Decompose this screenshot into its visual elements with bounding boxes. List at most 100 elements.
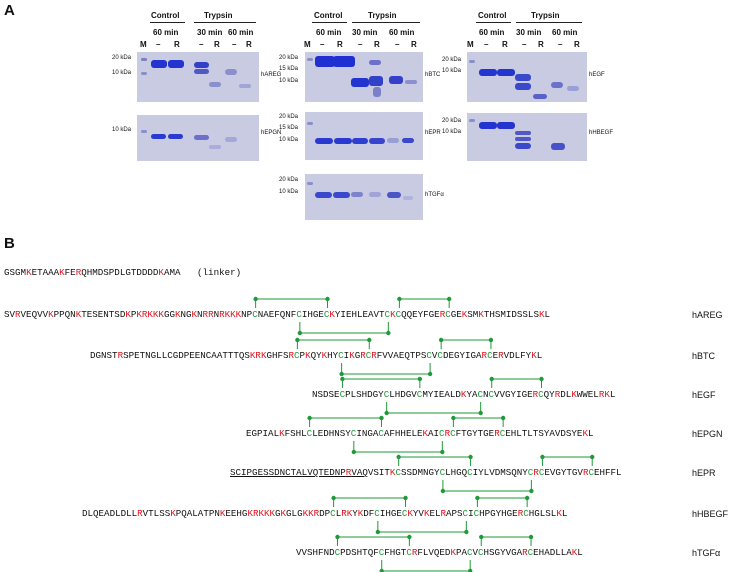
trypsin-header: Trypsin <box>204 11 233 20</box>
sequence-hEPGN: EGPIALKFSHLCLEDHNSYCINGACAFHHELEKAICRCFT… <box>246 428 594 439</box>
gel-label-hegf: hEGF <box>589 72 605 78</box>
protein-name-hEGF: hEGF <box>692 390 716 400</box>
bond-dot <box>295 337 300 343</box>
disulfide-bond <box>398 298 450 308</box>
disulfide-bond <box>381 560 471 572</box>
time-60-trypsin: 60 min <box>228 28 254 37</box>
bond-dot <box>488 337 494 343</box>
protein-name-hEPGN: hEPGN <box>692 429 723 439</box>
disulfide-bond <box>296 339 370 349</box>
gel-label-hbtc: hBTC <box>425 72 441 78</box>
disulfide-bond <box>398 456 472 466</box>
panel-b-label: B <box>4 235 15 252</box>
disulfide-bond <box>341 363 431 375</box>
bond-dot <box>375 529 381 535</box>
bond-dot <box>339 371 344 377</box>
gel-hepr <box>305 112 423 160</box>
gel-hegf <box>467 52 587 102</box>
protein-name-hTGFα: hTGFα <box>692 548 721 558</box>
bond-dot <box>500 415 506 421</box>
disulfide-bond <box>353 441 443 453</box>
disulfide-bond <box>336 536 410 546</box>
panel-a-label: A <box>4 2 15 19</box>
sequence-hEGF: NSDSECPLSHDGYCLHDGVCMYIEALDKYACNCVVGYIGE… <box>312 389 616 400</box>
gel-label-hepr: hEPR <box>425 130 441 136</box>
gel-hhbegf <box>467 113 587 161</box>
lane-m: M <box>140 40 147 49</box>
bond-dot <box>379 415 384 421</box>
bond-dot <box>407 534 412 540</box>
bond-dot <box>529 488 534 494</box>
disulfide-bond <box>452 417 504 427</box>
bond-dot <box>335 534 340 540</box>
disulfide-bond <box>309 417 382 427</box>
bond-dot <box>446 296 452 302</box>
gel-label-htgfa: hTGFα <box>425 192 444 198</box>
bond-dot <box>417 376 423 382</box>
disulfide-bond <box>377 521 467 533</box>
bond-dot <box>590 454 595 460</box>
bond-dot <box>489 376 494 382</box>
protein-name-hBTC: hBTC <box>692 351 716 361</box>
disulfide-bond <box>341 378 421 388</box>
bond-dot <box>325 296 330 302</box>
bond-dot <box>438 337 444 343</box>
disulfide-bond <box>440 339 492 349</box>
sequence-hHBEGF: DLQEADLDLLRVTLSSKPQALATPNKEEHGKRKKKGKGLG… <box>82 508 568 519</box>
bond-dot <box>351 449 357 455</box>
gel-label-hareg: hAREG <box>261 72 282 78</box>
sequence-hEPR: SCIPGESSDNCTALVQTEDNPRVAQVSITKCSSDMNGYCL… <box>230 467 622 478</box>
bond-dot <box>440 488 446 494</box>
bond-dot <box>478 410 483 416</box>
time-30: 30 min <box>197 28 223 37</box>
disulfide-bond <box>333 497 407 507</box>
sequence-hTGFα: VVSHFNDCPDSHTQFCFHGTCRFLVQEDKPACVCHSGYVG… <box>296 547 583 558</box>
gel-hbtc <box>305 52 423 102</box>
bond-dot <box>331 495 336 501</box>
bond-dot <box>468 454 473 460</box>
disulfide-bond <box>442 480 532 492</box>
bond-dot <box>479 534 484 540</box>
bond-dot <box>403 495 408 501</box>
bond-dot <box>440 449 445 455</box>
bond-dot <box>540 454 545 460</box>
time-60-control: 60 min <box>153 28 179 37</box>
sequence-hAREG: SVRVEQVVKPPQNKTESENTSDKPKRKKKGGKNGKNRRNR… <box>4 309 550 320</box>
disulfide-bond <box>491 378 542 388</box>
gel-hareg <box>137 52 259 102</box>
bond-dot <box>524 495 530 501</box>
bond-dot <box>386 330 391 336</box>
disulfide-bond <box>541 456 593 466</box>
control-header: Control <box>151 11 180 20</box>
disulfide-bond <box>480 536 532 546</box>
sequence-hBTC: DGNSTRSPETNGLLCGDPEENCAATTTQSKRKGHFSRCPK… <box>90 350 543 361</box>
bond-dot <box>253 296 258 302</box>
gel-htgfa <box>305 174 423 220</box>
disulfide-bond <box>255 298 329 308</box>
protein-name-hAREG: hAREG <box>692 310 723 320</box>
bond-dot <box>467 568 473 572</box>
bond-dot <box>396 454 401 460</box>
bond-dot <box>451 415 456 421</box>
gel-label-hhbegf: hHBEGF <box>589 130 614 136</box>
bond-dot <box>367 337 372 343</box>
protein-name-hEPR: hEPR <box>692 468 716 478</box>
gel-label-hepgn: hEPGN <box>261 130 282 136</box>
linker-label: (linker) <box>197 267 242 278</box>
linker-sequence: GSGMKETAAAKFERQHMDSPDLGTDDDDKAMA (linker… <box>4 267 242 278</box>
bond-dot <box>464 529 469 535</box>
bond-dot <box>539 376 544 382</box>
disulfide-bond <box>476 497 528 507</box>
bond-dot <box>379 568 384 572</box>
bond-dot <box>528 534 534 540</box>
gel-hepgn <box>137 115 259 161</box>
disulfide-bond <box>299 322 389 334</box>
bond-dot <box>297 330 303 336</box>
protein-name-hHBEGF: hHBEGF <box>692 509 729 519</box>
bond-dot <box>427 371 433 377</box>
bond-dot <box>384 410 389 416</box>
bond-dot <box>340 376 345 382</box>
bond-dot <box>475 495 480 501</box>
